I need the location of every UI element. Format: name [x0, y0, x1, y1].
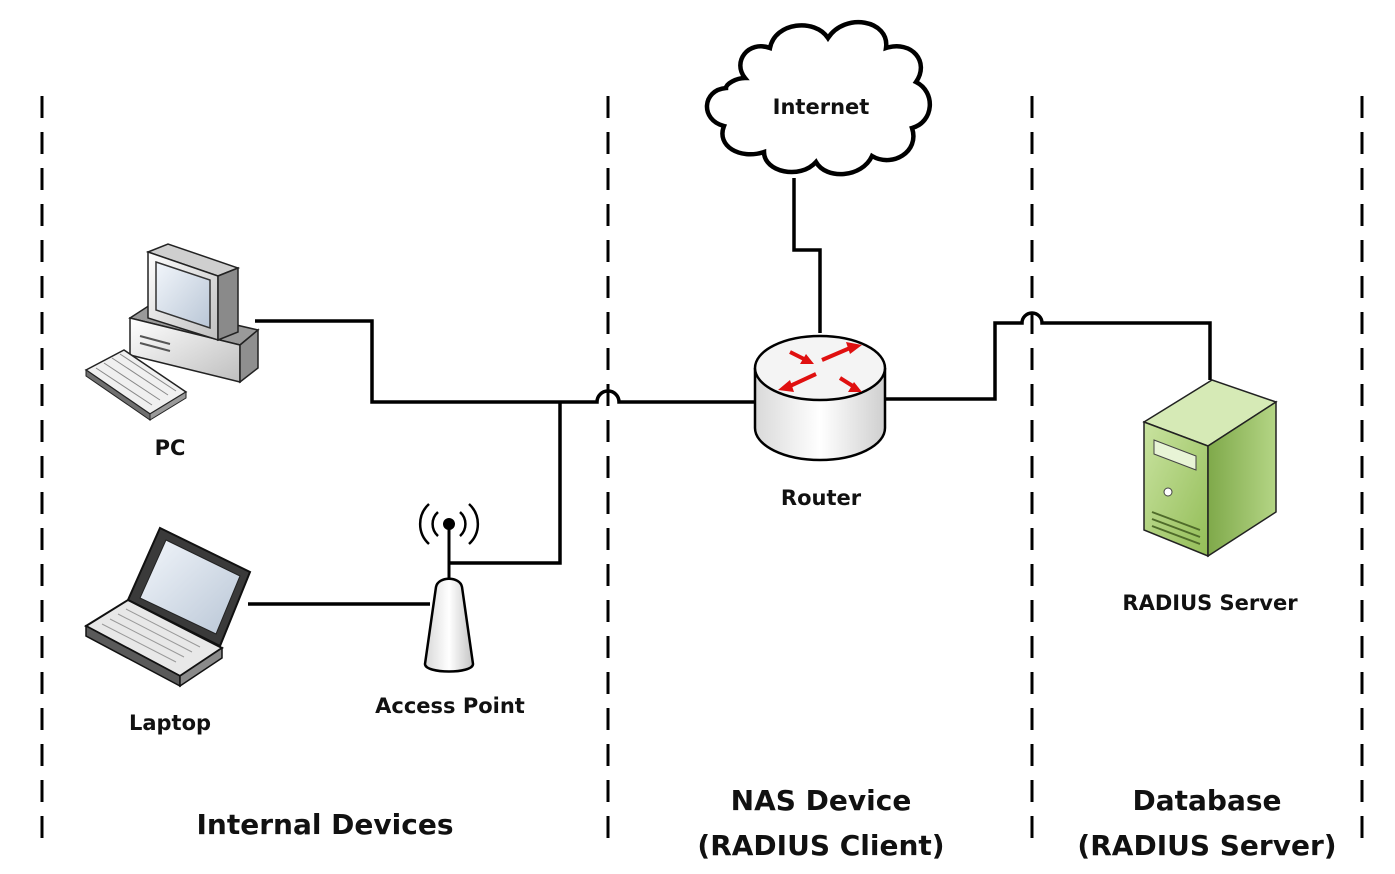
connections — [248, 178, 1212, 606]
internet-cloud-icon — [704, 20, 933, 177]
zone-internal-label: Internal Devices — [196, 808, 453, 841]
pc-label: PC — [155, 436, 186, 460]
access-point-label: Access Point — [375, 694, 525, 718]
zone-db-label-line1: Database — [1132, 784, 1281, 817]
wire-to-router — [560, 389, 755, 404]
wire-radius-server — [885, 311, 1212, 401]
router-arrows-icon — [778, 342, 862, 392]
zone-nas-label-line1: NAS Device — [731, 784, 912, 817]
zone-db-label-line2: (RADIUS Server) — [1077, 829, 1336, 862]
zone-dividers — [40, 96, 1364, 845]
wire-internet — [792, 178, 822, 333]
router-label: Router — [781, 486, 862, 510]
radius-server-label: RADIUS Server — [1122, 591, 1298, 615]
wire-pc — [255, 319, 560, 404]
radius-server-icon — [1142, 379, 1278, 558]
zone-nas-label-line2: (RADIUS Client) — [697, 829, 944, 862]
router-icon — [753, 334, 887, 462]
wire-access-point — [450, 402, 562, 565]
pc-icon — [84, 243, 260, 421]
internet-label: Internet — [773, 95, 870, 119]
laptop-label: Laptop — [129, 711, 211, 735]
laptop-icon — [83, 526, 252, 688]
access-point-icon — [418, 503, 480, 673]
